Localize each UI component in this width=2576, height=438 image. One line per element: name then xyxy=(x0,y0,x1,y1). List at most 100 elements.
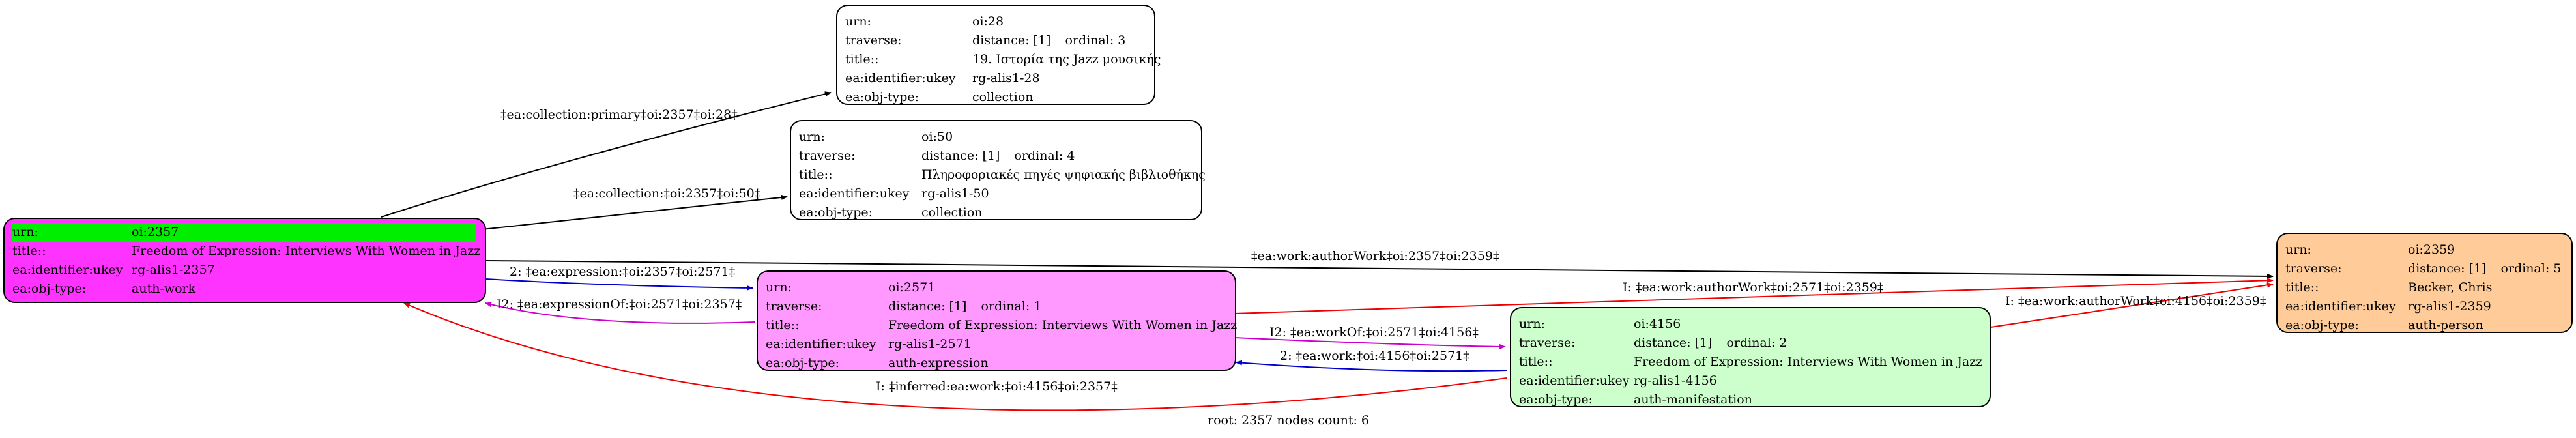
node-row-ukey: ea:identifier:ukey rg-alis1-2357 xyxy=(12,261,476,280)
edge-label-work: 2: ‡ea:work:‡oi:4156‡oi:2571‡ xyxy=(1280,349,1469,363)
field-key: ea:obj-type: xyxy=(766,356,840,370)
node-row-ukey: ea:identifier:ukey rg-alis1-50 xyxy=(799,184,1192,203)
field-value: oi:2359 xyxy=(2408,242,2455,257)
graph-footer: root: 2357 nodes count: 6 xyxy=(1208,413,1370,428)
node-oi-2571[interactable]: urn: oi:2571 traverse: distance: [1] ordina… xyxy=(757,270,1237,373)
edge-label-inferred-author-2571: I: ‡ea:work:authorWork‡oi:2571‡oi:2359‡ xyxy=(1623,280,1884,295)
node-oi-2359[interactable]: urn:oi:2359 traverse:distance: [1]ordina… xyxy=(2276,233,2573,333)
edge-label-work-of: I2: ‡ea:workOf:‡oi:2571‡oi:4156‡ xyxy=(1269,325,1479,340)
edge-label-author-work: ‡ea:work:authorWork‡oi:2357‡oi:2359‡ xyxy=(1251,249,1499,263)
field-ordinal: ordinal: 4 xyxy=(1014,149,1075,163)
field-value: rg-alis1-50 xyxy=(921,186,989,201)
field-value: 19. Ιστορία της Jazz μουσικής xyxy=(972,52,1161,66)
field-key: ea:identifier:ukey xyxy=(12,263,123,277)
field-key: ea:obj-type: xyxy=(845,90,919,104)
field-value: auth-expression xyxy=(888,356,989,370)
edge-label-inferred-work: I: ‡inferred:ea:work:‡oi:4156‡oi:2357‡ xyxy=(876,379,1118,394)
field-value: rg-alis1-28 xyxy=(972,71,1040,85)
field-ordinal: ordinal: 5 xyxy=(2500,261,2562,276)
field-value: collection xyxy=(972,90,1034,104)
node-row-obj-type: ea:obj-type: auth-expression xyxy=(766,354,1226,373)
field-value: oi:28 xyxy=(972,14,1004,29)
edge-label-collection-primary: ‡ea:collection:primary‡oi:2357‡oi:28‡ xyxy=(500,108,738,122)
edge-author-work xyxy=(485,260,2274,279)
field-key: traverse: xyxy=(1519,336,1576,350)
field-key: ea:obj-type: xyxy=(2285,318,2360,332)
field-ordinal: ordinal: 1 xyxy=(981,299,1042,314)
node-row-title: title::Freedom of Expression: Interviews… xyxy=(766,316,1237,335)
edge-inferred-author-2571 xyxy=(1234,278,2274,314)
field-key: ea:obj-type: xyxy=(1519,392,1593,407)
edge-label-expression-of: I2: ‡ea:expressionOf:‡oi:2571‡oi:2357‡ xyxy=(497,297,742,312)
field-key: traverse: xyxy=(799,149,856,163)
field-value: rg-alis1-2357 xyxy=(132,263,215,277)
field-value: Freedom of Expression: Interviews With W… xyxy=(888,318,1237,332)
node-oi-28[interactable]: urn:oi:28 traverse:distance: [1]ordinal:… xyxy=(836,5,1161,107)
node-row-traverse: traverse: distance: [1] ordinal: 4 xyxy=(799,147,1192,166)
field-ordinal: ordinal: 3 xyxy=(1065,33,1126,48)
field-key: urn: xyxy=(12,225,38,239)
field-key: ea:identifier:ukey xyxy=(766,337,876,351)
field-value: collection xyxy=(921,205,983,220)
edge-label-collection: ‡ea:collection:‡oi:2357‡oi:50‡ xyxy=(573,186,761,201)
node-oi-50[interactable]: urn:oi:50 traverse: distance: [1] ordinal:… xyxy=(790,120,1206,220)
node-oi-2357[interactable]: urn:oi:2357 title::Freedom of Expression… xyxy=(3,218,486,303)
node-oi-4156[interactable]: urn: oi:4156 traverse:distance: [1]ordina… xyxy=(1510,307,1991,407)
node-row-obj-type: ea:obj-type: auth-person xyxy=(2285,316,2562,335)
field-value: distance: [1] xyxy=(2408,261,2487,276)
field-value: auth-manifestation xyxy=(1634,392,1752,407)
edge-expression-of xyxy=(485,302,755,324)
field-key: title:: xyxy=(845,52,879,66)
node-row-traverse: traverse: distance: [1] ordinal: 1 xyxy=(766,297,1226,316)
field-value: oi:2571 xyxy=(888,280,936,295)
field-value: auth-person xyxy=(2408,318,2483,332)
field-key: title:: xyxy=(1519,355,1553,369)
node-row-ukey: ea:identifier:ukey rg-alis1-4156 xyxy=(1519,372,1980,390)
node-row-traverse: traverse:distance: [1]ordinal: 2 xyxy=(1519,334,1980,353)
node-row-title: title::Freedom of Expression: Interviews… xyxy=(12,242,480,261)
node-row-urn: urn: oi:28 xyxy=(845,12,1145,31)
field-value: oi:4156 xyxy=(1634,317,1681,331)
edge-work xyxy=(1236,360,1507,372)
node-row-obj-type: ea:obj-type: collection xyxy=(845,88,1145,107)
edge-work-of xyxy=(1234,337,1506,349)
field-key: urn: xyxy=(1519,317,1545,331)
field-value: rg-alis1-2571 xyxy=(888,337,972,351)
field-key: ea:identifier:ukey xyxy=(1519,373,1630,388)
edge-inferred-author-4156 xyxy=(1990,282,2274,328)
field-value: distance: [1] xyxy=(888,299,967,314)
field-value: rg-alis1-2359 xyxy=(2408,299,2491,314)
edge-expression xyxy=(485,278,753,291)
field-value: rg-alis1-4156 xyxy=(1634,373,1717,388)
node-row-urn: urn:oi:50 xyxy=(799,128,1192,147)
field-key: ea:identifier:ukey xyxy=(845,71,956,85)
node-row-title: title::Πληροφοριακές πηγές ψηφιακής βιβλ… xyxy=(799,166,1206,184)
field-key: urn: xyxy=(766,280,792,295)
node-row-title: title::Becker, Chris xyxy=(2285,278,2562,297)
node-row-ukey: ea:identifier:ukey rg-alis1-2571 xyxy=(766,335,1226,354)
edge-label-inferred-author-4156: I: ‡ea:work:authorWork‡oi:4156‡oi:2359‡ xyxy=(2005,294,2266,308)
node-row-urn: urn:oi:2359 xyxy=(2285,241,2562,259)
node-row-urn: urn: oi:4156 xyxy=(1519,315,1980,334)
field-key: traverse: xyxy=(766,299,822,314)
field-key: ea:identifier:ukey xyxy=(799,186,910,201)
node-row-traverse: traverse:distance: [1]ordinal: 3 xyxy=(845,31,1145,50)
field-key: ea:obj-type: xyxy=(12,282,87,296)
node-row-urn: urn: oi:2571 xyxy=(766,278,1226,297)
field-key: title:: xyxy=(766,318,800,332)
field-key: urn: xyxy=(845,14,871,29)
edge-inferred-work xyxy=(403,302,1507,411)
node-row-ukey: ea:identifier:ukey rg-alis1-28 xyxy=(845,69,1145,88)
field-value: Becker, Chris xyxy=(2408,280,2493,295)
field-key: urn: xyxy=(799,130,825,144)
field-ordinal: ordinal: 2 xyxy=(1726,336,1787,350)
field-value: Freedom of Expression: Interviews With W… xyxy=(1634,355,1983,369)
node-row-traverse: traverse:distance: [1]ordinal: 5 xyxy=(2285,259,2562,278)
edge-collection-primary xyxy=(381,91,832,218)
edge-collection xyxy=(482,194,788,230)
field-value: distance: [1] xyxy=(921,149,1000,163)
field-value: distance: [1] xyxy=(972,33,1051,48)
node-row-urn: urn:oi:2357 xyxy=(12,223,476,242)
